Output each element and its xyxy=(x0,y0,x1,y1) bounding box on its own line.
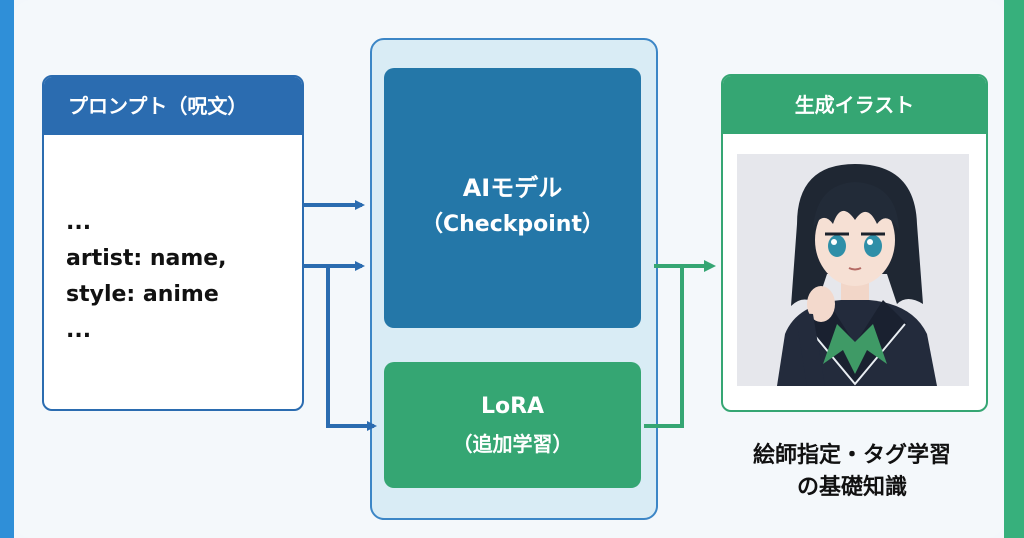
ai-model-box: AIモデル （Checkpoint） xyxy=(384,68,641,328)
caption: 絵師指定・タグ学習 の基礎知識 xyxy=(702,440,1002,504)
arrow-prompt-to-lora xyxy=(326,266,377,431)
prompt-line: artist: name, xyxy=(66,246,227,271)
lora-box: LoRA （追加学習） xyxy=(384,362,641,488)
output-header: 生成イラスト xyxy=(723,76,986,134)
prompt-line: style: anime xyxy=(66,282,219,307)
arrow-lora-to-output xyxy=(644,266,684,428)
prompt-lines: ... artist: name, style: anime ... xyxy=(66,205,227,349)
prompt-header: プロンプト（呪文） xyxy=(44,77,302,135)
output-box: 生成イラスト xyxy=(721,74,988,412)
caption-line: 絵師指定・タグ学習 xyxy=(752,443,951,468)
prompt-line: ... xyxy=(66,318,92,343)
lora-subtitle: （追加学習） xyxy=(452,432,573,456)
prompt-box: プロンプト（呪文） ... artist: name, style: anime… xyxy=(42,75,304,411)
prompt-line: ... xyxy=(66,210,92,235)
caption-line: の基礎知識 xyxy=(796,475,907,500)
anime-girl-illustration-icon xyxy=(737,154,969,386)
lora-title: LoRA xyxy=(480,394,545,419)
model-subtitle: （Checkpoint） xyxy=(421,212,604,237)
model-title: AIモデル xyxy=(462,174,563,202)
